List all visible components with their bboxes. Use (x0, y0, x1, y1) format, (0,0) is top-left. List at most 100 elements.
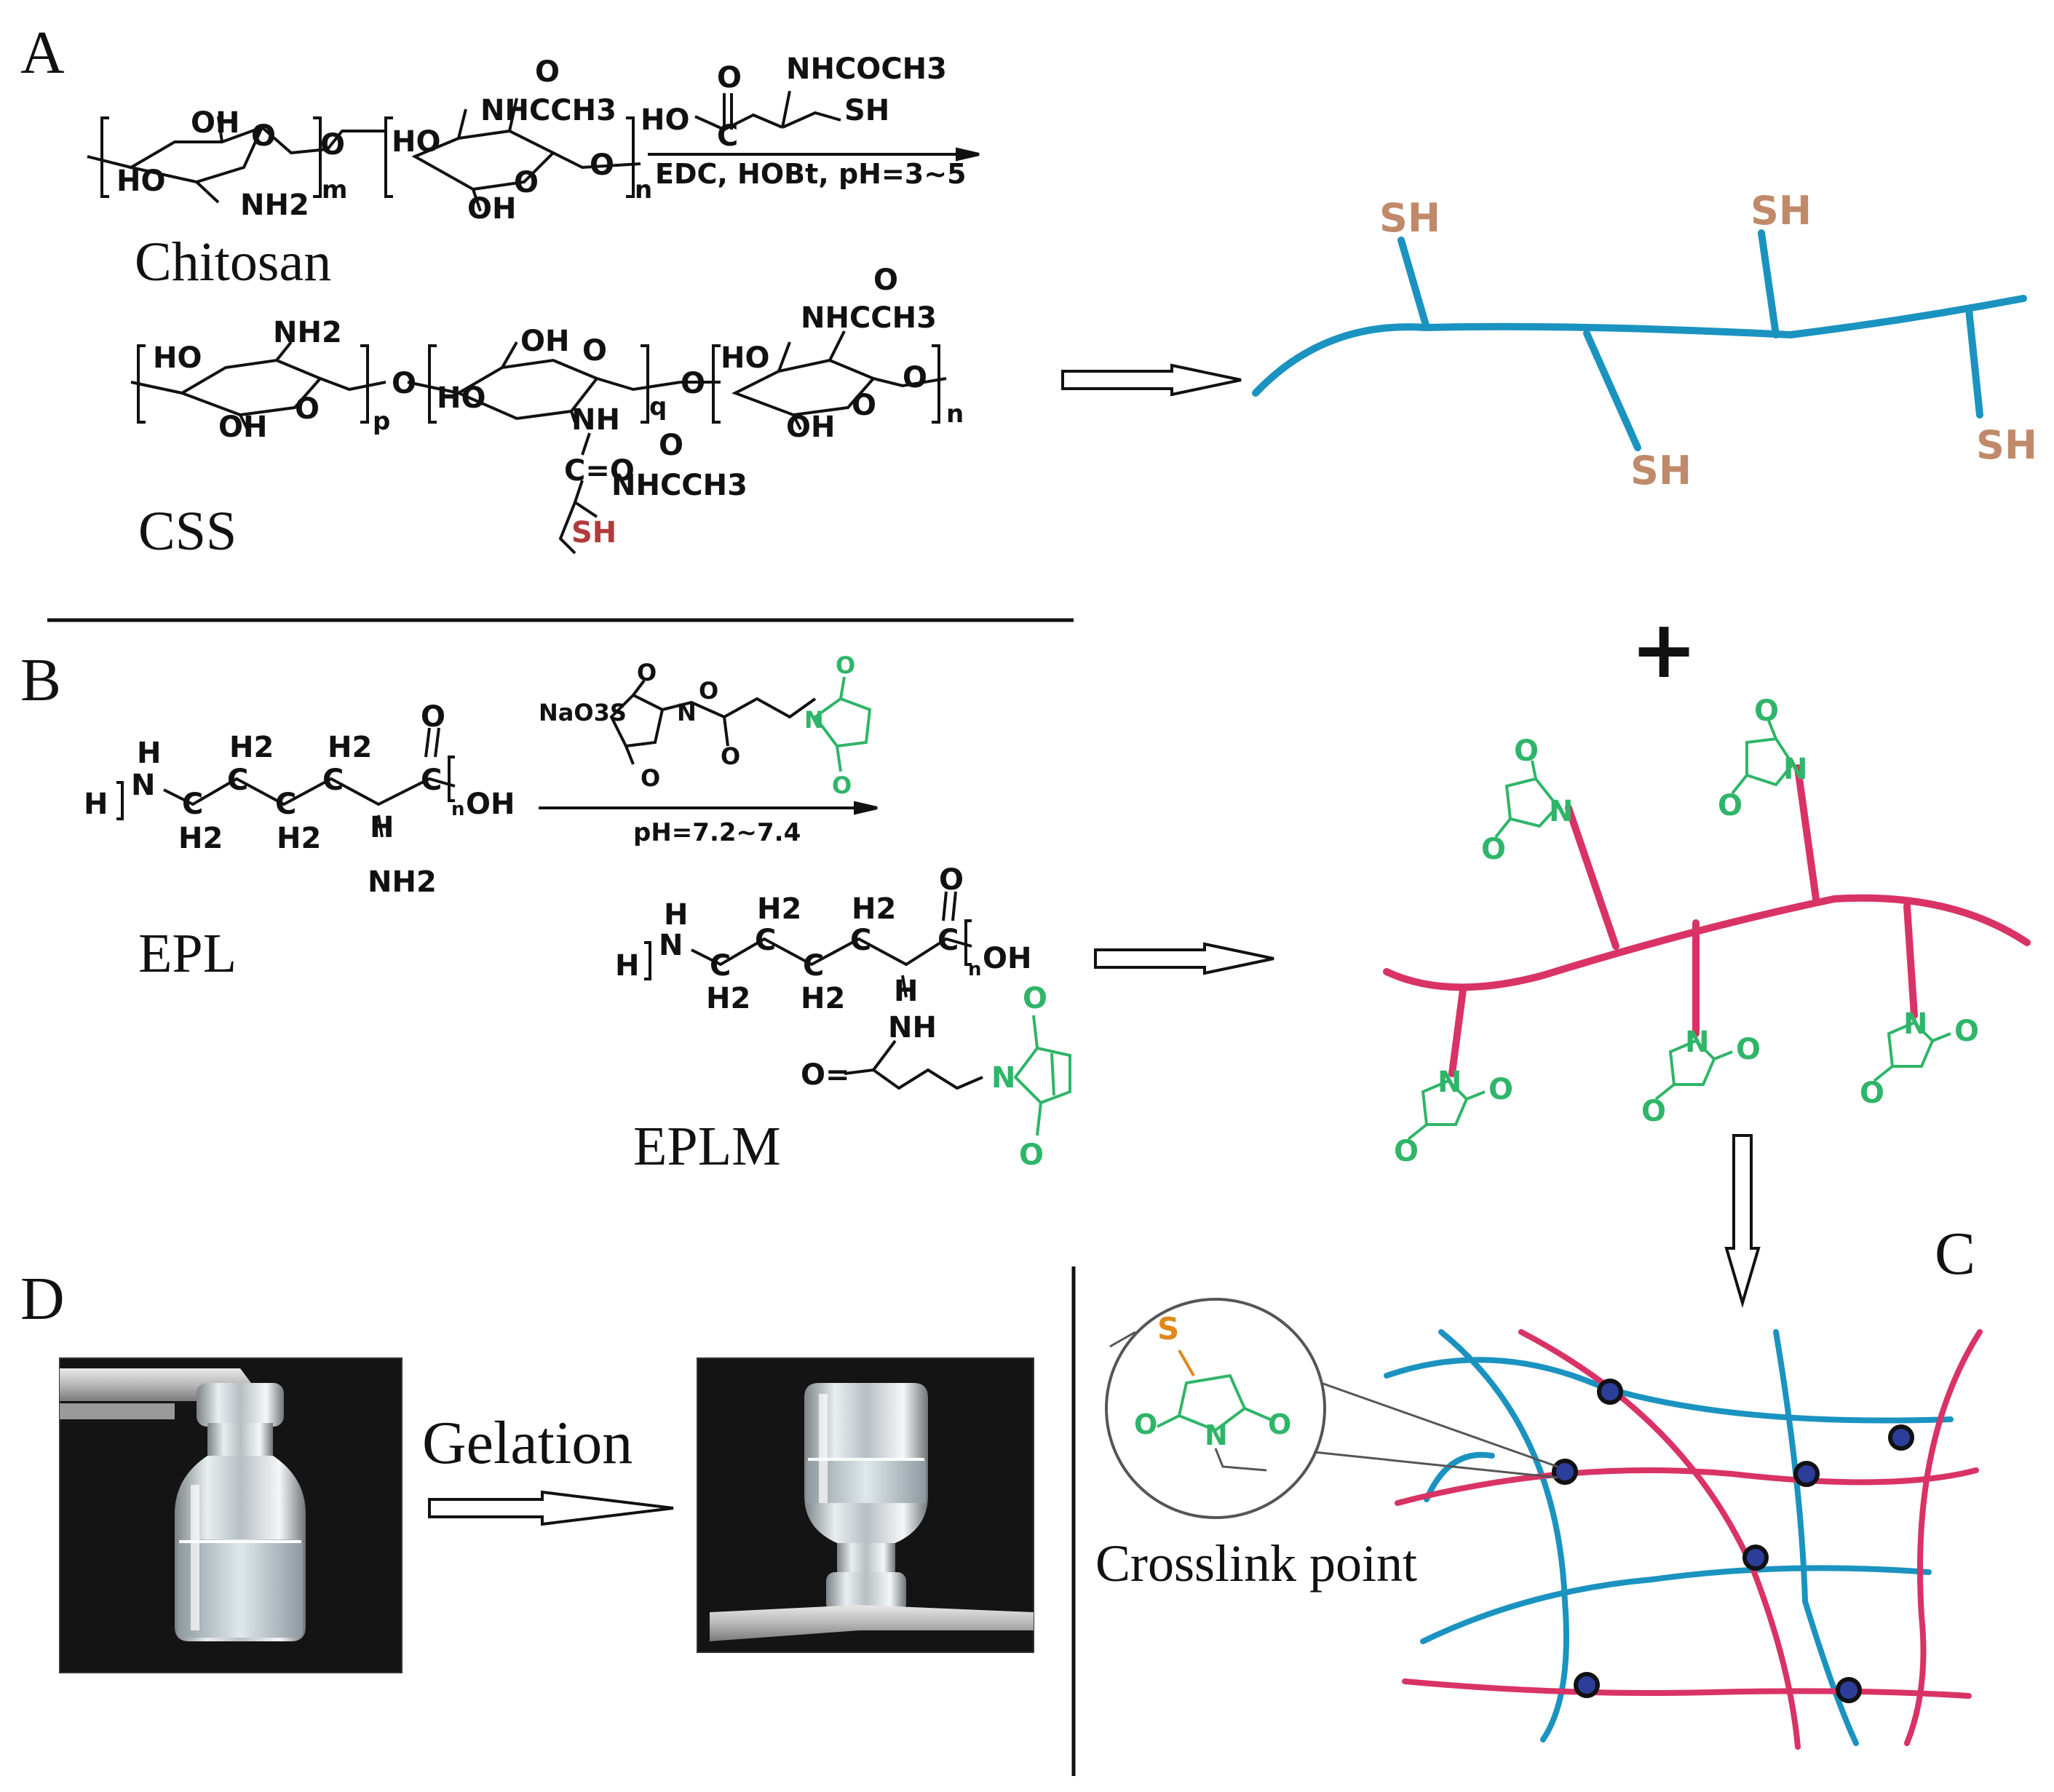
svg-text:C: C (710, 949, 731, 983)
reagent-maleimide (813, 676, 872, 772)
svg-text:O: O (659, 429, 683, 462)
svg-text:O: O (421, 700, 445, 734)
svg-text:C: C (421, 764, 442, 797)
svg-text:N: N (131, 769, 155, 802)
svg-text:NHCOCH3: NHCOCH3 (786, 52, 947, 86)
svg-text:O: O (1954, 1015, 1979, 1048)
reagent-nac (694, 90, 841, 132)
svg-text:O: O (1514, 734, 1539, 768)
svg-text:NHCCH3: NHCCH3 (480, 94, 616, 127)
svg-text:n: n (451, 798, 465, 820)
svg-text:O: O (1394, 1135, 1419, 1168)
svg-text:O: O (1860, 1077, 1884, 1110)
css-label: CSS (138, 501, 237, 562)
svg-text:NH2: NH2 (240, 189, 309, 222)
svg-text:NH2: NH2 (368, 865, 437, 899)
svg-text:HO: HO (116, 164, 165, 198)
svg-text:NaO3S: NaO3S (539, 699, 627, 726)
eplm-maleimide-labels: N O O (991, 982, 1047, 1172)
svg-text:N: N (804, 706, 824, 734)
svg-text:p: p (373, 407, 390, 436)
reaction-arrow-a (648, 147, 980, 162)
svg-text:O: O (1736, 1033, 1761, 1066)
svg-text:O: O (836, 651, 855, 679)
photo-after-gelation (697, 1357, 1034, 1653)
thiol-polymer-chain (1252, 229, 2027, 451)
svg-text:C: C (275, 788, 296, 821)
svg-text:O=: O= (801, 1058, 850, 1092)
svg-text:O: O (1641, 1095, 1666, 1128)
svg-text:OH: OH (191, 106, 239, 140)
svg-text:SH: SH (1750, 188, 1812, 234)
svg-text:O: O (320, 128, 345, 162)
svg-text:N: N (659, 929, 683, 962)
svg-text:NHCCH3: NHCCH3 (801, 301, 937, 335)
inset-sulfur: S (1157, 1311, 1179, 1347)
svg-text:C: C (182, 788, 203, 821)
eplm-label: EPLM (633, 1116, 781, 1177)
reagent-smpb (609, 679, 817, 765)
chitosan-structure (87, 98, 641, 212)
crosslink-inset (1105, 1298, 1558, 1519)
epl-label: EPL (138, 923, 237, 984)
svg-text:NH: NH (888, 1011, 937, 1044)
svg-text:OH: OH (786, 411, 835, 444)
svg-text:O: O (637, 659, 657, 686)
svg-text:HO: HO (641, 103, 689, 137)
epl-structure (116, 727, 456, 838)
svg-text:N: N (1205, 1419, 1228, 1451)
svg-text:N: N (677, 699, 697, 726)
thiol-chain-labels: SH SH SH SH (1379, 188, 2037, 493)
panel-label-a: A (20, 19, 65, 87)
svg-text:H: H (137, 737, 161, 770)
svg-text:O: O (717, 61, 742, 95)
svg-text:O: O (681, 367, 705, 400)
crosslink-points (1552, 1379, 1914, 1703)
svg-text:H2: H2 (706, 982, 750, 1015)
svg-text:N: N (991, 1061, 1015, 1095)
svg-text:H: H (84, 788, 108, 821)
svg-text:NHCCH3: NHCCH3 (611, 469, 748, 502)
svg-text:HO: HO (392, 125, 440, 159)
svg-text:OH: OH (983, 942, 1031, 975)
svg-text:O: O (852, 389, 876, 422)
svg-text:SH: SH (1379, 195, 1440, 241)
gelation-label: Gelation (422, 1409, 633, 1477)
svg-text:O: O (1481, 833, 1506, 866)
maleimide-polymer-chain (1383, 764, 2031, 1077)
reagent-smpb-labels: NaO3S O N O O O (539, 659, 740, 792)
crosslink-point (1574, 1672, 1600, 1698)
svg-text:C: C (322, 764, 344, 797)
crosslink-label: Crosslink point (1095, 1534, 1417, 1593)
svg-text:O: O (641, 764, 660, 792)
css-structure (130, 330, 947, 555)
svg-text:H2: H2 (178, 822, 223, 855)
svg-text:HO: HO (721, 341, 769, 375)
eplm-maleimide (1013, 1015, 1071, 1136)
hollow-arrow-b (1094, 942, 1274, 975)
photo-before-gelation (59, 1357, 403, 1673)
inset-maleimide-labels: O N O (1134, 1408, 1291, 1451)
crosslink-point (1793, 1461, 1820, 1487)
svg-text:O: O (832, 772, 852, 799)
svg-text:H2: H2 (229, 731, 274, 764)
svg-text:SH: SH (844, 94, 889, 127)
svg-text:O: O (1718, 789, 1742, 822)
svg-text:O: O (903, 361, 927, 395)
svg-text:H: H (370, 811, 394, 844)
crosslinked-network (1384, 1329, 1983, 1750)
svg-text:n: n (946, 400, 964, 429)
svg-text:O: O (1754, 694, 1779, 728)
svg-text:HO: HO (153, 341, 202, 375)
svg-text:O: O (590, 148, 614, 182)
svg-text:OH: OH (466, 788, 515, 821)
svg-text:C: C (937, 924, 959, 957)
svg-text:O: O (295, 392, 320, 426)
svg-text:H2: H2 (328, 731, 372, 764)
svg-text:H2: H2 (801, 982, 845, 1015)
svg-text:O: O (1023, 982, 1047, 1015)
svg-text:C: C (803, 949, 824, 983)
svg-text:O: O (514, 166, 539, 199)
svg-text:H: H (664, 898, 688, 932)
